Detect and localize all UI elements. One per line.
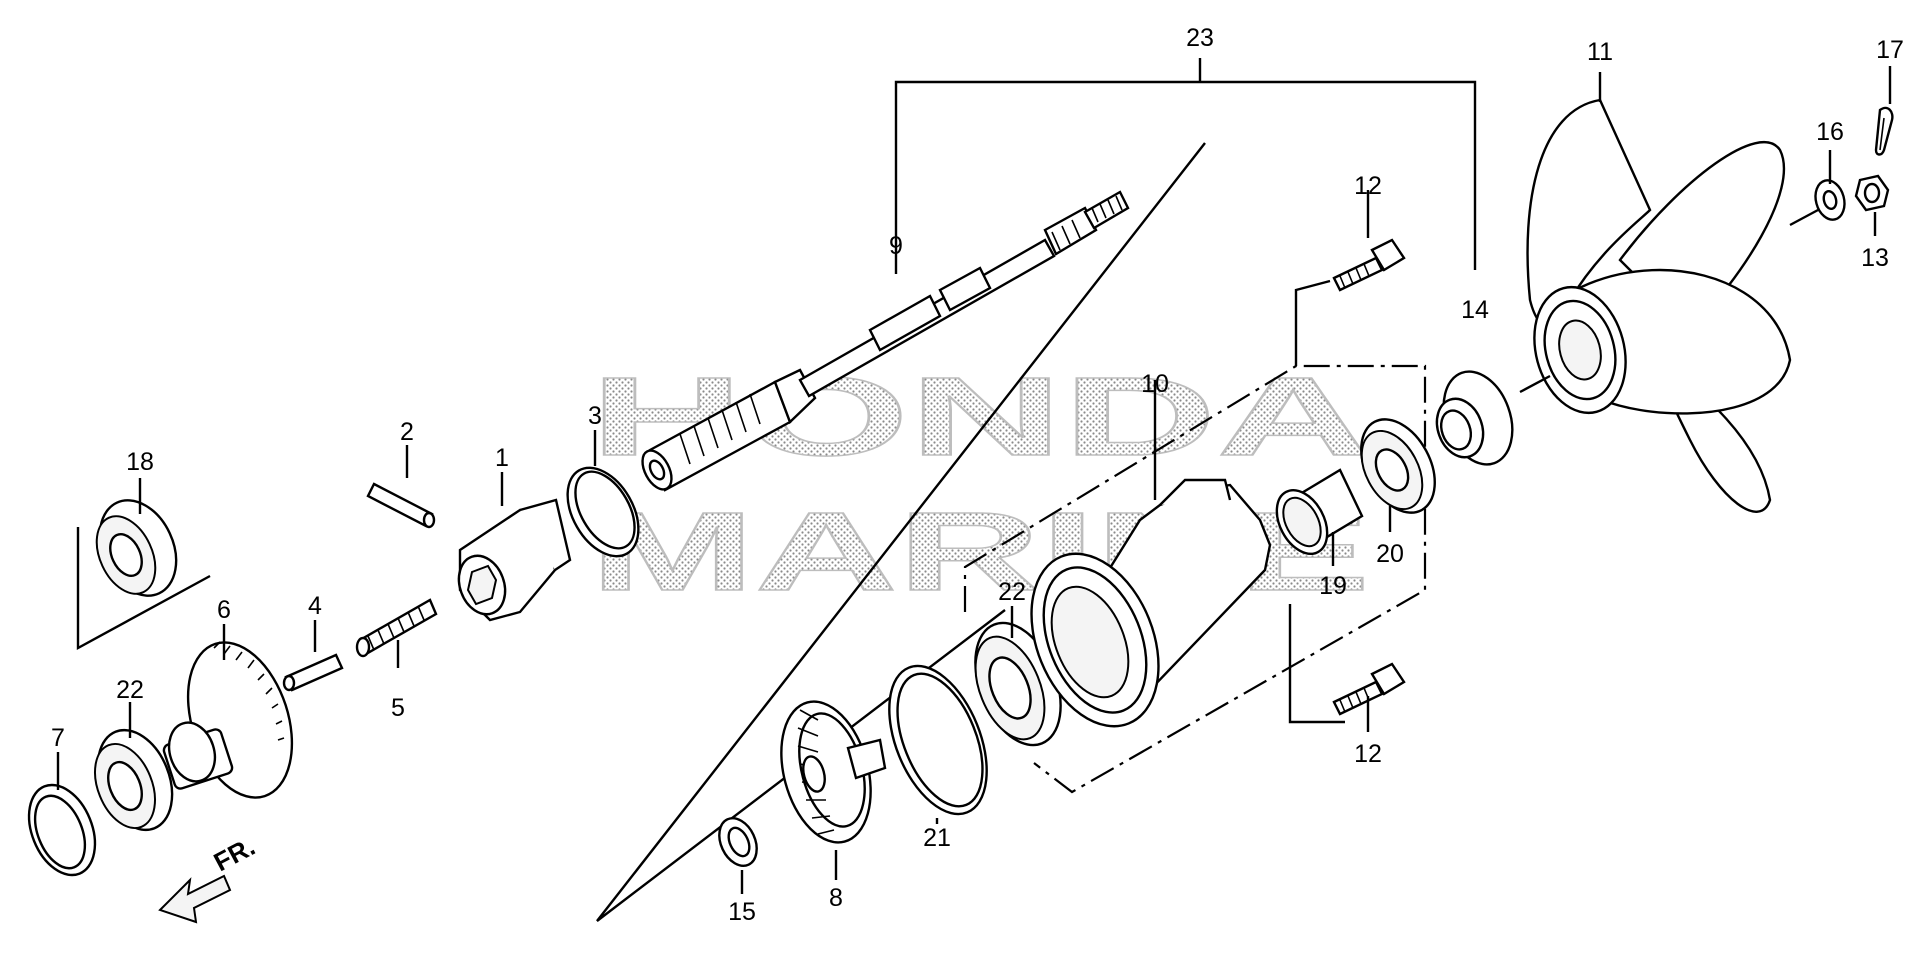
callout-11: 11 — [1587, 38, 1613, 66]
callout-4: 4 — [308, 592, 322, 620]
callout-10: 10 — [1141, 370, 1169, 398]
front-direction-arrow: FR. — [158, 831, 260, 924]
callout-17: 17 — [1876, 36, 1904, 64]
part-3-ring[interactable] — [553, 455, 653, 568]
callout-18: 18 — [126, 448, 154, 476]
callout-12-lower: 12 — [1354, 740, 1382, 768]
part-6-gear[interactable] — [162, 629, 311, 811]
group-triangle-outline — [596, 142, 1206, 922]
part-11-propeller[interactable] — [1519, 98, 1792, 513]
callout-8: 8 — [829, 884, 843, 912]
part-22-bearing-center[interactable] — [959, 610, 1077, 757]
part-8-bevel-gear[interactable] — [767, 692, 887, 853]
callout-22-center: 22 — [998, 578, 1026, 606]
callout-19: 19 — [1319, 572, 1347, 600]
callout-1: 1 — [495, 444, 509, 472]
bolt-12-bracket-upper — [1294, 279, 1331, 366]
part-15-washer[interactable] — [712, 812, 764, 872]
part-19-needle-bearing[interactable] — [1267, 468, 1364, 562]
callout-6: 6 — [217, 596, 231, 624]
bracket-23 — [894, 58, 1477, 274]
callout-12-upper: 12 — [1354, 172, 1382, 200]
part-1-clutch[interactable] — [451, 498, 572, 622]
part-20-oil-seal[interactable] — [1346, 407, 1449, 525]
leader-lines — [56, 66, 1892, 894]
callout-21: 21 — [923, 824, 951, 852]
part-12-bolt-lower[interactable] — [1332, 662, 1406, 716]
part-17-cotter-pin[interactable] — [1874, 106, 1894, 156]
bolt-12-bracket-lower — [1288, 604, 1345, 724]
callout-13: 13 — [1861, 244, 1889, 272]
part-14-thrust-washer[interactable] — [1429, 362, 1524, 474]
callout-22-left: 22 — [116, 676, 144, 704]
front-marker-label: FR. — [209, 831, 260, 877]
part-9-propeller-shaft[interactable] — [637, 190, 1130, 494]
callout-14: 14 — [1461, 296, 1489, 324]
part-16-washer[interactable] — [1789, 177, 1849, 227]
part-4-pin[interactable] — [282, 653, 344, 692]
callout-7: 7 — [51, 724, 65, 752]
callout-9: 9 — [889, 232, 903, 260]
part-12-bolt-upper[interactable] — [1332, 238, 1406, 292]
callout-5: 5 — [391, 694, 405, 722]
part-18-bearing[interactable] — [76, 488, 211, 651]
callout-23: 23 — [1186, 24, 1214, 52]
part-13-castle-nut[interactable] — [1854, 174, 1890, 212]
housing-group-outline[interactable] — [963, 364, 1427, 794]
part-10-gear-case-housing[interactable] — [1008, 478, 1272, 745]
part-21-gasket[interactable] — [870, 652, 1006, 828]
part-22-bearing-left[interactable] — [83, 719, 186, 841]
callout-20: 20 — [1376, 540, 1404, 568]
callout-15: 15 — [728, 898, 756, 926]
callout-labels: 1 2 3 4 5 6 7 8 9 10 11 12 12 13 14 15 1… — [51, 24, 1904, 926]
callout-3: 3 — [588, 402, 602, 430]
callout-16: 16 — [1816, 118, 1844, 146]
part-5-spring[interactable] — [355, 598, 438, 658]
part-2-pin[interactable] — [366, 482, 436, 529]
callout-2: 2 — [400, 418, 414, 446]
part-7-seal[interactable] — [17, 775, 108, 885]
